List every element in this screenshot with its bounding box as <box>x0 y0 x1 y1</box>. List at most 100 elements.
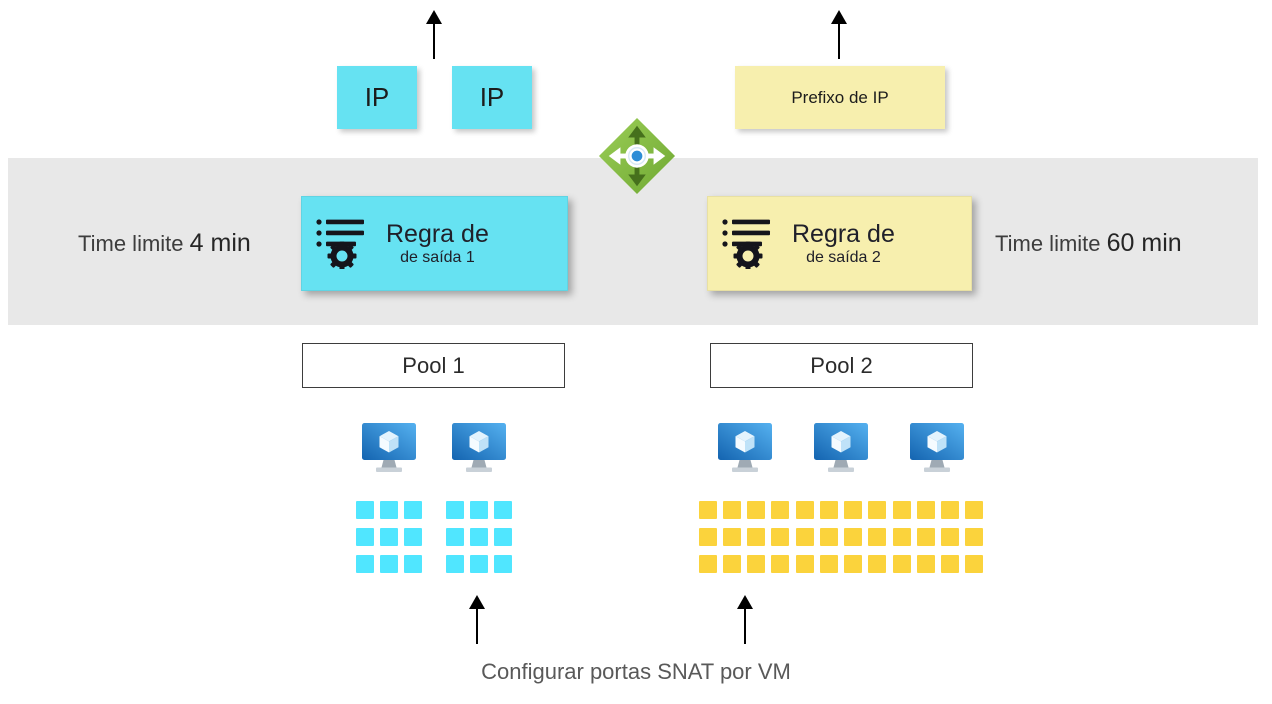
idle-timeout-right: Time limite 60 min <box>995 229 1182 258</box>
snat-port-square <box>356 555 374 573</box>
snat-port-square <box>893 528 911 546</box>
snat-port-square <box>380 555 398 573</box>
snat-port-square <box>723 501 741 519</box>
outbound-rule-2-box: Regra de de saída 2 <box>707 196 972 291</box>
snat-port-square <box>404 528 422 546</box>
idle-timeout-right-label: Time limite <box>995 231 1101 256</box>
snat-arrow-1 <box>469 595 485 644</box>
snat-port-square <box>965 555 983 573</box>
snat-port-square <box>494 555 512 573</box>
snat-port-square <box>446 555 464 573</box>
snat-port-square <box>446 528 464 546</box>
snat-port-square <box>771 528 789 546</box>
snat-port-square <box>380 501 398 519</box>
outbound-rule-icon <box>314 213 370 274</box>
snat-port-square <box>699 555 717 573</box>
snat-arrow-2 <box>737 595 753 644</box>
pool1-vm-row <box>361 423 507 475</box>
snat-port-square <box>356 501 374 519</box>
snat-port-square <box>965 528 983 546</box>
snat-port-square <box>723 528 741 546</box>
pool1-grid-row <box>356 501 512 573</box>
snat-port-square <box>796 501 814 519</box>
pool2-grid-row <box>699 501 983 573</box>
arrow-shaft <box>432 24 436 59</box>
arrow-shaft <box>743 609 747 644</box>
snat-port-square <box>917 528 935 546</box>
idle-timeout-left-value: 4 min <box>189 229 251 257</box>
public-ip-label: IP <box>364 82 390 112</box>
arrow-head-icon <box>469 595 485 609</box>
public-ip-box-1: IP <box>337 66 417 129</box>
idle-timeout-left-label: Time limite <box>78 231 184 256</box>
snat-port-square <box>844 501 862 519</box>
snat-port-grid <box>356 501 422 573</box>
snat-port-square <box>868 555 886 573</box>
vm-icon <box>361 423 417 475</box>
arrow-head-icon <box>831 10 847 24</box>
idle-timeout-right-value: 60 min <box>1106 229 1182 257</box>
vm-icon <box>813 423 869 475</box>
backend-pool-1: Pool 1 <box>302 343 565 388</box>
snat-port-square <box>404 555 422 573</box>
vm-icon <box>717 423 773 475</box>
snat-port-square <box>446 501 464 519</box>
pool2-vm-row <box>717 423 965 475</box>
arrow-head-icon <box>426 10 442 24</box>
ip-prefix-box: Prefixo de IP <box>735 66 945 129</box>
snat-caption: Configurar portas SNAT por VM <box>481 659 791 684</box>
snat-port-square <box>380 528 398 546</box>
snat-port-square <box>771 501 789 519</box>
snat-port-square <box>796 555 814 573</box>
snat-port-square <box>747 528 765 546</box>
ip-prefix-label: Prefixo de IP <box>791 87 889 107</box>
snat-port-square <box>917 501 935 519</box>
arrow-shaft <box>475 609 479 644</box>
idle-timeout-left: Time limite 4 min <box>78 229 251 258</box>
snat-port-square <box>747 555 765 573</box>
snat-port-square <box>470 528 488 546</box>
backend-pool-1-label: Pool 1 <box>402 352 465 378</box>
snat-port-square <box>771 555 789 573</box>
outbound-rule-2-subtitle: de saída 2 <box>806 249 881 267</box>
snat-port-square <box>893 555 911 573</box>
outbound-rule-1-box: Regra de de saída 1 <box>301 196 568 291</box>
public-ip-label: IP <box>479 82 505 112</box>
vm-icon <box>909 423 965 475</box>
snat-port-square <box>494 528 512 546</box>
vm-icon <box>451 423 507 475</box>
snat-port-square <box>699 501 717 519</box>
arrow-shaft <box>837 24 841 59</box>
backend-pool-2-label: Pool 2 <box>810 352 873 378</box>
snat-port-square <box>941 501 959 519</box>
outbound-rule-1-subtitle: de saída 1 <box>400 249 475 267</box>
snat-port-square <box>820 555 838 573</box>
snat-port-square <box>470 555 488 573</box>
outbound-rule-1-title: Regra de <box>386 219 489 248</box>
outbound-rule-icon <box>720 213 776 274</box>
backend-pool-2: Pool 2 <box>710 343 973 388</box>
snat-port-square <box>470 501 488 519</box>
snat-port-square <box>844 555 862 573</box>
snat-port-square <box>965 501 983 519</box>
snat-port-square <box>844 528 862 546</box>
snat-port-square <box>747 501 765 519</box>
snat-port-grid <box>446 501 512 573</box>
snat-port-square <box>356 528 374 546</box>
snat-port-grid <box>699 501 789 573</box>
snat-port-square <box>723 555 741 573</box>
snat-port-square <box>868 528 886 546</box>
snat-port-square <box>699 528 717 546</box>
load-balancer-icon <box>598 117 676 195</box>
snat-port-grid <box>796 501 886 573</box>
snat-port-square <box>941 555 959 573</box>
snat-port-grid <box>893 501 983 573</box>
snat-port-square <box>868 501 886 519</box>
frontend-arrow-1 <box>426 10 442 59</box>
snat-port-square <box>404 501 422 519</box>
snat-port-square <box>796 528 814 546</box>
snat-port-square <box>941 528 959 546</box>
outbound-rule-2-title: Regra de <box>792 219 895 248</box>
snat-port-square <box>820 528 838 546</box>
